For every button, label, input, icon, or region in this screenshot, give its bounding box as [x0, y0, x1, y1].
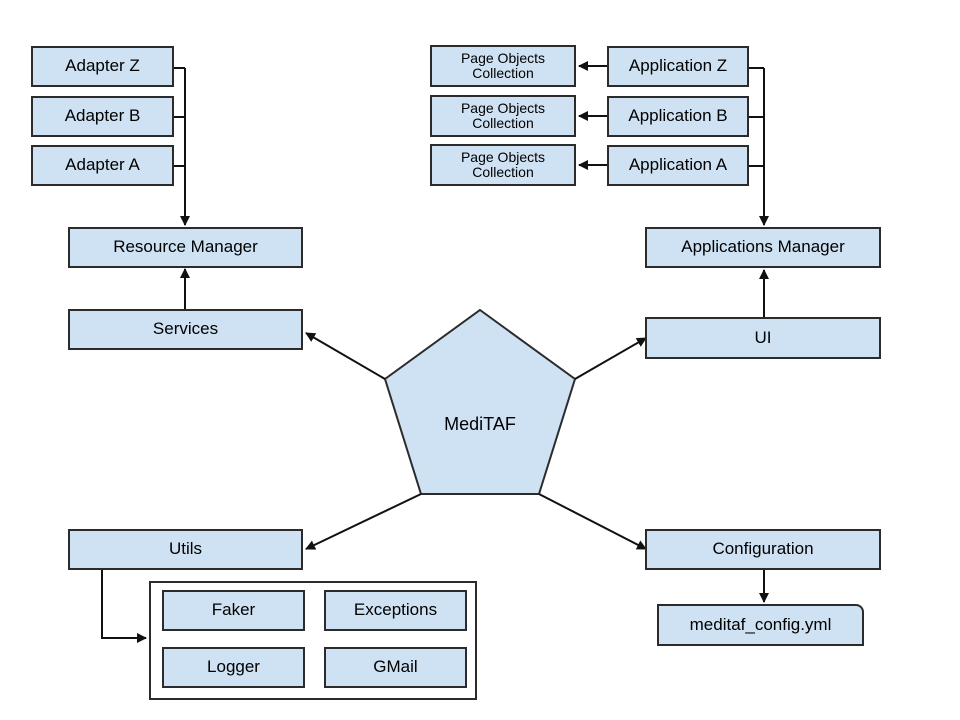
utils-label: Utils: [168, 539, 203, 559]
config-file-box: meditaf_config.yml: [657, 604, 864, 646]
adapter-z-box: Adapter Z: [31, 46, 174, 87]
adapter-b-label: Adapter B: [64, 106, 141, 126]
meditaf-pentagon: [383, 308, 577, 495]
adapter-b-box: Adapter B: [31, 96, 174, 137]
application-z-label: Application Z: [628, 56, 728, 76]
application-z-box: Application Z: [607, 46, 749, 87]
adapter-a-label: Adapter A: [65, 155, 140, 175]
utils-item-exceptions-label: Exceptions: [353, 600, 438, 620]
application-b-box: Application B: [607, 96, 749, 137]
utils-item-exceptions: Exceptions: [324, 590, 467, 631]
arrow-utils-to-items: [101, 570, 147, 643]
meditaf-label: MediTAF: [444, 414, 516, 434]
applications-connector: [748, 67, 764, 167]
utils-item-gmail: GMail: [324, 647, 467, 688]
utils-box: Utils: [68, 529, 303, 570]
arrow-core-to-configuration: [538, 493, 647, 550]
services-label: Services: [152, 319, 219, 339]
arrow-core-to-utils: [305, 493, 422, 550]
configuration-label: Configuration: [712, 539, 814, 559]
utils-item-gmail-label: GMail: [373, 657, 418, 677]
utils-item-faker-label: Faker: [211, 600, 256, 620]
applications-manager-box: Applications Manager: [645, 227, 881, 268]
utils-item-logger-label: Logger: [207, 657, 260, 677]
adapters-connector: [173, 67, 185, 167]
application-a-label: Application A: [628, 155, 728, 175]
application-b-label: Application B: [628, 106, 728, 126]
resource-manager-box: Resource Manager: [68, 227, 303, 268]
application-a-box: Application A: [607, 145, 749, 186]
applications-manager-label: Applications Manager: [681, 237, 845, 257]
configuration-box: Configuration: [645, 529, 881, 570]
arrow-core-to-services: [305, 332, 386, 380]
adapter-a-box: Adapter A: [31, 145, 174, 186]
adapter-z-label: Adapter Z: [65, 56, 140, 76]
utils-item-logger: Logger: [162, 647, 305, 688]
arrow-core-to-ui: [574, 337, 647, 380]
resource-manager-label: Resource Manager: [113, 237, 258, 257]
services-box: Services: [68, 309, 303, 350]
ui-box: UI: [645, 317, 881, 359]
utils-item-faker: Faker: [162, 590, 305, 631]
ui-label: UI: [754, 327, 772, 347]
config-file-label: meditaf_config.yml: [689, 614, 832, 634]
